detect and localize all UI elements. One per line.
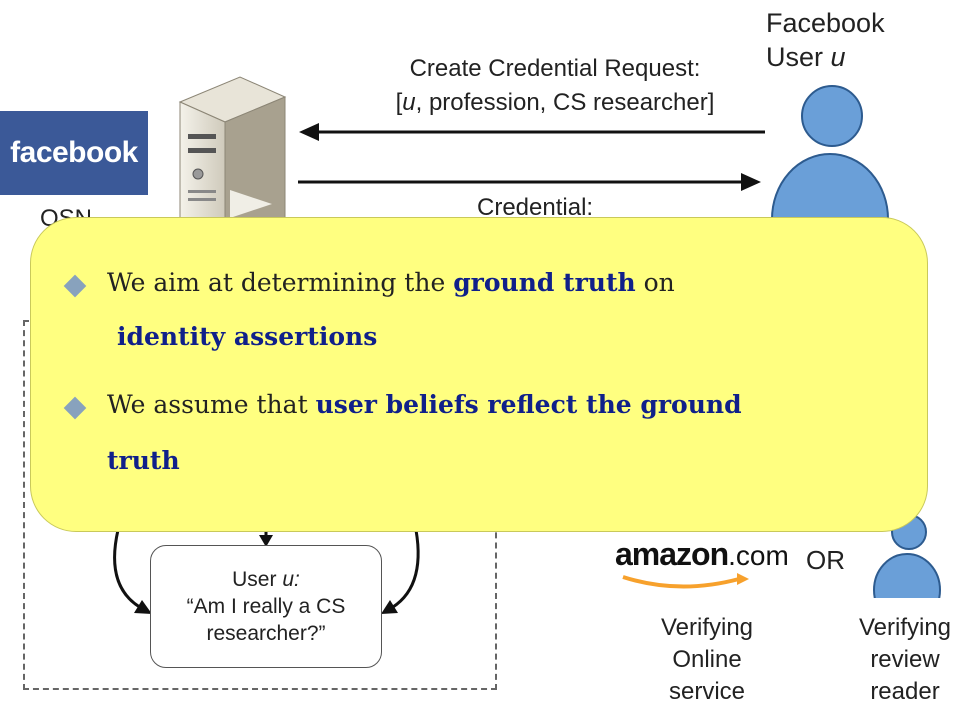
callout-b1-plain2: on (643, 268, 675, 297)
callout-bullet-2-line1: We assume that user beliefs reflect the … (107, 390, 742, 419)
facebook-user-line1: Facebook (766, 8, 885, 38)
facebook-user-prefix: User (766, 42, 831, 72)
callout-box: We aim at determining the ground truth o… (30, 217, 928, 532)
facebook-user-line2: User u (766, 40, 885, 74)
belief-arrows (113, 529, 420, 614)
bullet-diamond-icon (63, 274, 87, 298)
callout-bullet-1-line2: identity assertions (117, 322, 378, 351)
facebook-user-label: Facebook User u (766, 6, 885, 74)
verifier2-line1: Verifying (858, 614, 952, 641)
person-icon (771, 85, 889, 229)
verifier2-line3: reader (870, 678, 940, 705)
amazon-dotcom: .com (728, 540, 789, 571)
amazon-logo: amazon.com (615, 536, 789, 595)
verifying-reader-label: Verifying review reader (842, 612, 960, 708)
credential-label: Credential: (477, 194, 594, 221)
server-icon (178, 76, 287, 232)
credential-request-line2: [u, profession, CS researcher] (365, 86, 745, 120)
arrow-right-icon (741, 173, 761, 191)
or-label: OR (806, 545, 845, 575)
callout-b2-highlight: user beliefs reflect the ground (315, 390, 742, 419)
request-var: u (402, 89, 416, 116)
amazon-word: amazon (615, 536, 729, 572)
callout-bullet-1-line1: We aim at determining the ground truth o… (107, 268, 675, 297)
verifier1-line1: Verifying (660, 614, 754, 641)
user-box-line3: researcher?” (206, 622, 326, 645)
callout-b1-highlight: ground truth (453, 268, 636, 297)
credential-request-label: Create Credential Request: [u, professio… (365, 52, 745, 120)
verifying-service-label: Verifying Online service (632, 612, 782, 708)
callout-bullet-2-line2: truth (107, 446, 180, 475)
user-box-line2: “Am I really a CS (186, 595, 346, 618)
verifier2-line2: review (870, 646, 940, 673)
user-box-var: u: (282, 568, 300, 591)
credential-request-line1: Create Credential Request: (409, 55, 701, 82)
facebook-logo-text: facebook (10, 136, 138, 169)
facebook-logo: facebook (0, 111, 148, 195)
callout-b2-plain: We assume that (107, 390, 308, 419)
callout-b1-plain: We aim at determining the (107, 268, 446, 297)
request-bracket: [ (395, 89, 403, 116)
user-box-prefix: User (232, 568, 283, 591)
bullet-diamond-icon (63, 396, 87, 420)
arrow-left-icon (299, 123, 319, 141)
user-question-box: User u: “Am I really a CS researcher?” (150, 545, 382, 668)
verifier1-line2: Online (672, 646, 742, 673)
facebook-user-var: u (830, 42, 846, 72)
request-rest: , profession, CS researcher] (415, 89, 715, 116)
amazon-smile-icon (622, 573, 749, 589)
user-box-line1: User u: (232, 566, 300, 593)
verifier1-line3: service (668, 678, 746, 705)
request-arrows (298, 123, 765, 191)
